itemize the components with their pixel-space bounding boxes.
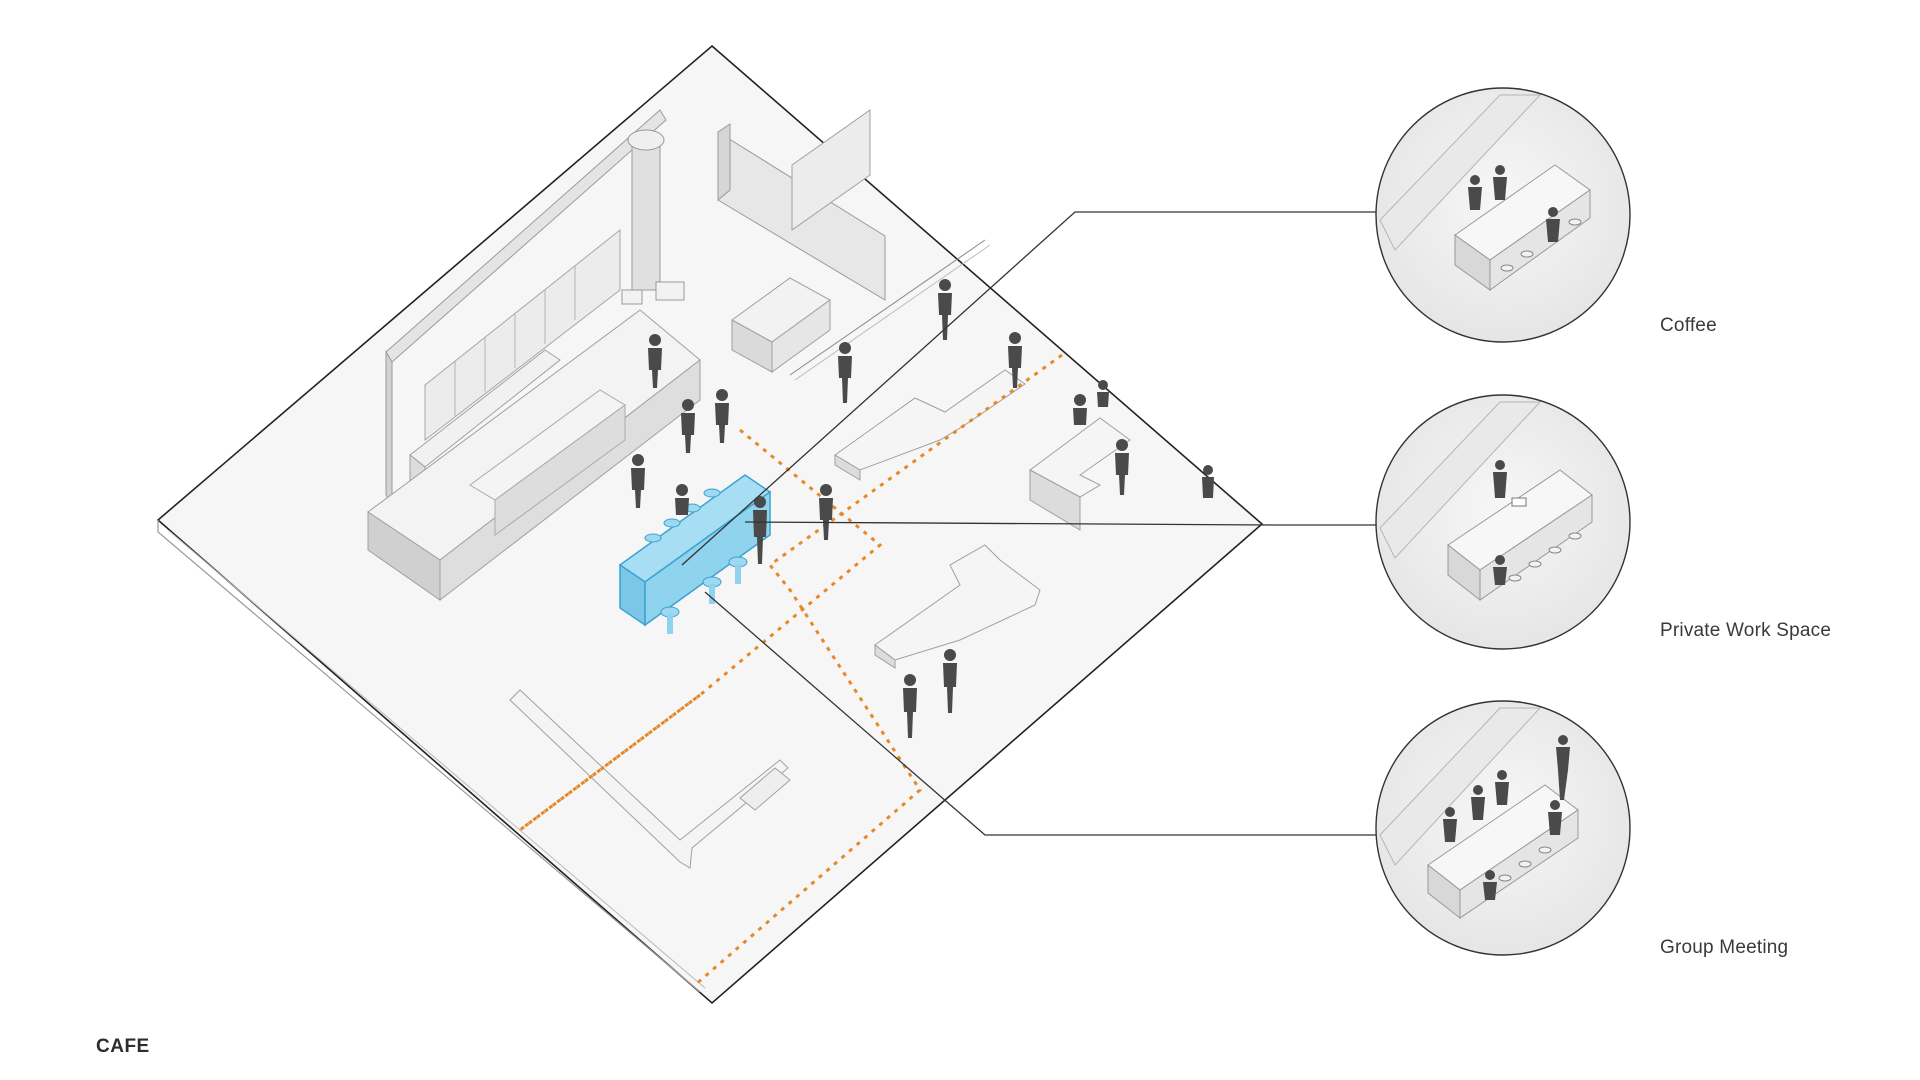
leader-lines xyxy=(681,211,1385,836)
people-silhouettes xyxy=(631,279,1214,738)
person xyxy=(1097,380,1109,407)
back-walls xyxy=(367,109,886,602)
person xyxy=(648,334,662,388)
person xyxy=(675,484,689,515)
person xyxy=(903,674,917,738)
person xyxy=(1008,332,1022,388)
person xyxy=(753,496,767,564)
callout-circle-group-meeting xyxy=(1375,700,1631,956)
person xyxy=(819,484,833,540)
zone-dashed-lines xyxy=(519,353,1063,987)
person xyxy=(838,342,852,403)
person xyxy=(681,399,695,453)
person xyxy=(631,454,645,508)
callout-label-private-work-space: Private Work Space xyxy=(1660,620,1832,641)
person xyxy=(1073,394,1087,425)
highlighted-table xyxy=(618,474,772,634)
person xyxy=(1202,465,1214,498)
person xyxy=(943,649,957,713)
person xyxy=(1115,439,1129,495)
callout-label-coffee: Coffee xyxy=(1660,315,1717,336)
callout-circle-private-work-space xyxy=(1375,394,1631,650)
person xyxy=(938,279,952,340)
callout-circle-coffee xyxy=(1375,87,1631,343)
callout-label-group-meeting: Group Meeting xyxy=(1660,937,1789,958)
diagram-title: CAFE xyxy=(96,1036,150,1057)
person xyxy=(715,389,729,443)
furniture-right xyxy=(509,239,1131,869)
